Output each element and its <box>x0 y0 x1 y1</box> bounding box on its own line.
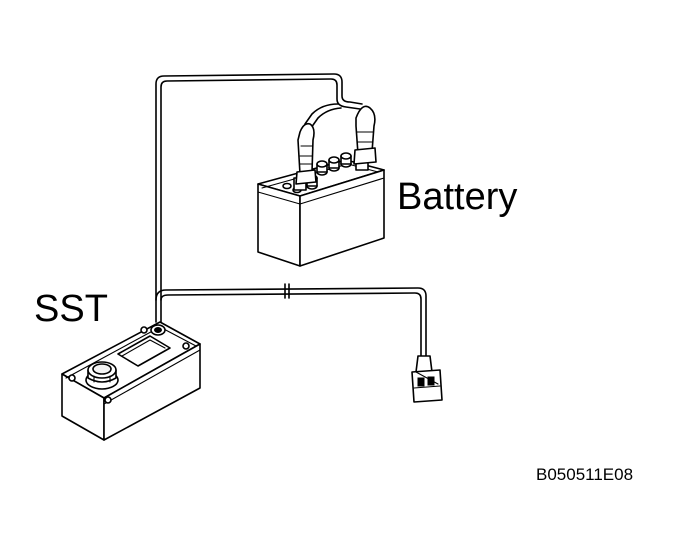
sst-push-button <box>85 361 119 390</box>
battery-cable <box>155 73 363 323</box>
battery-clip-left <box>295 122 317 185</box>
battery-clip-right <box>353 105 377 165</box>
figure-code: B050511E08 <box>536 465 634 484</box>
sst-box <box>61 321 201 441</box>
battery <box>257 152 385 267</box>
sst-label: SST <box>34 288 108 330</box>
battery-label: Battery <box>397 176 518 218</box>
connector-cable <box>155 283 427 359</box>
connector <box>411 355 443 403</box>
